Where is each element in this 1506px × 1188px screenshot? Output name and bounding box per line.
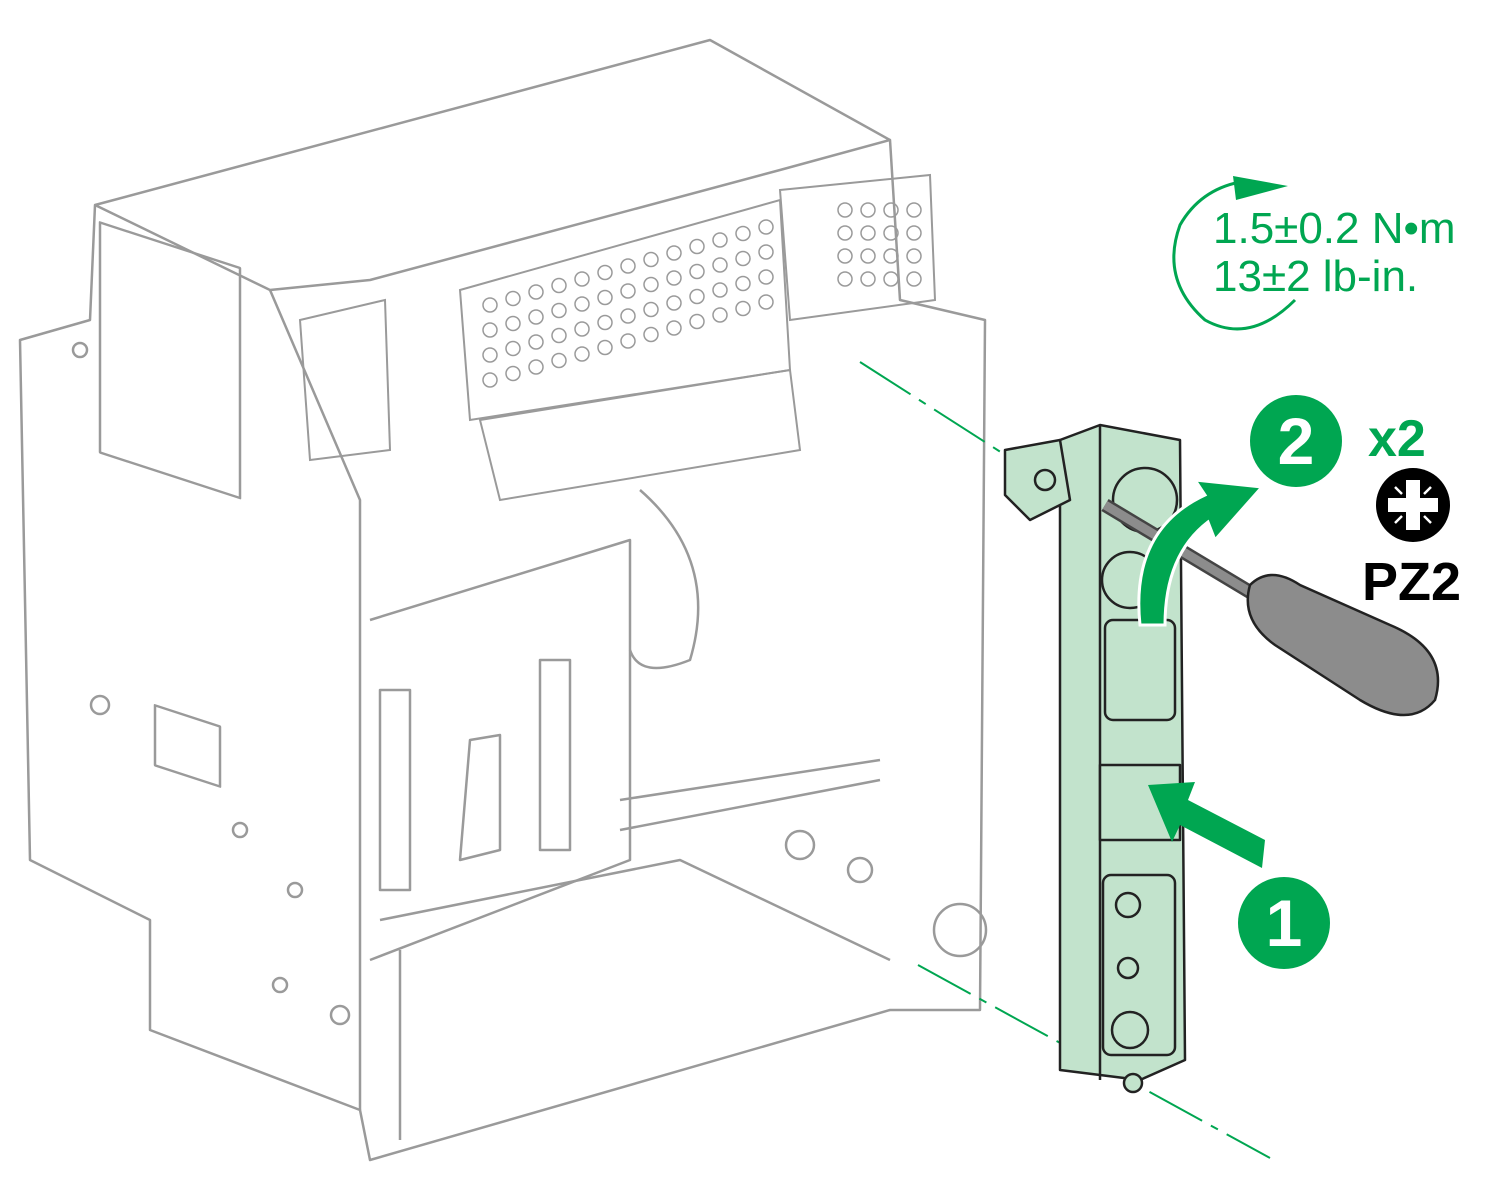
rotation-arrow [1137, 478, 1266, 627]
terminal-screw [735, 275, 751, 292]
terminal-screw [860, 202, 876, 218]
terminal-screw [482, 372, 498, 388]
terminal-screw [505, 315, 521, 332]
terminal-screw [712, 232, 728, 248]
terminal-blocks [298, 173, 937, 502]
terminal-screw [643, 326, 659, 343]
terminal-screw [758, 219, 774, 235]
terminal-screw [712, 257, 728, 273]
torque-metric: 1.5±0.2 N•m [1213, 204, 1456, 253]
terminal-screw [906, 248, 922, 264]
terminal-screw [528, 309, 544, 325]
step-1-badge: 1 [1238, 877, 1330, 969]
terminal-screw [906, 202, 922, 218]
terminal-screw [597, 264, 613, 281]
terminal-screw [528, 284, 544, 300]
terminal-screw [883, 248, 899, 264]
terminal-screw [597, 339, 613, 356]
terminal-screw [883, 202, 899, 218]
terminal-screw [505, 290, 521, 307]
terminal-screw [505, 340, 521, 357]
terminal-screw [735, 225, 751, 242]
terminal-screw [837, 271, 853, 287]
terminal-screw [689, 238, 705, 255]
terminal-screw [666, 245, 682, 261]
screw-quantity: x2 [1368, 410, 1426, 468]
terminal-screw [643, 301, 659, 318]
terminal-screw [666, 295, 682, 311]
terminal-screw [758, 244, 774, 260]
terminal-screw [666, 320, 682, 336]
terminal-screw [528, 334, 544, 350]
terminal-screws [482, 202, 922, 388]
terminal-screw [906, 271, 922, 287]
terminal-screw [482, 347, 498, 363]
terminal-screw [837, 202, 853, 218]
terminal-screw [528, 359, 544, 375]
terminal-screw [551, 302, 567, 319]
terminal-screw [666, 270, 682, 286]
terminal-screw [883, 271, 899, 287]
terminal-screw [712, 282, 728, 298]
terminal-screw [860, 225, 876, 241]
terminal-screw [860, 248, 876, 264]
terminal-screw [505, 365, 521, 382]
terminal-screw [689, 313, 705, 330]
terminal-screw [574, 321, 590, 337]
terminal-screw [643, 251, 659, 268]
terminal-screw [620, 333, 636, 349]
terminal-screw [574, 271, 590, 287]
breaker-chassis [18, 38, 988, 1162]
terminal-screw [551, 352, 567, 369]
terminal-screw [620, 283, 636, 299]
terminal-screw [620, 258, 636, 274]
terminal-screw [758, 294, 774, 310]
terminal-screw [837, 248, 853, 264]
terminal-screw [551, 277, 567, 294]
terminal-screw [643, 276, 659, 293]
terminal-screw [735, 300, 751, 317]
terminal-screw [482, 297, 498, 313]
push-arrow [1148, 782, 1265, 868]
terminal-screw [735, 250, 751, 267]
terminal-screw [574, 296, 590, 312]
terminal-screw [620, 308, 636, 324]
terminal-screw [597, 289, 613, 306]
terminal-screw [551, 327, 567, 344]
pozidriv-icon [1376, 468, 1450, 542]
terminal-screw [689, 263, 705, 280]
terminal-screw [689, 288, 705, 305]
terminal-screw [860, 271, 876, 287]
torque-imperial: 13±2 lb-in. [1213, 252, 1419, 301]
step-2-badge: 2 [1250, 395, 1342, 487]
terminal-screw [758, 269, 774, 285]
green-bracket [1003, 423, 1187, 1094]
terminal-screw [712, 307, 728, 323]
bit-size-label: PZ2 [1362, 552, 1462, 612]
terminal-screw [574, 346, 590, 362]
terminal-screw [837, 225, 853, 241]
terminal-screw [883, 225, 899, 241]
terminal-screw [482, 322, 498, 338]
terminal-screw [597, 314, 613, 331]
torque-arrow [1172, 176, 1297, 331]
terminal-screw [906, 225, 922, 241]
